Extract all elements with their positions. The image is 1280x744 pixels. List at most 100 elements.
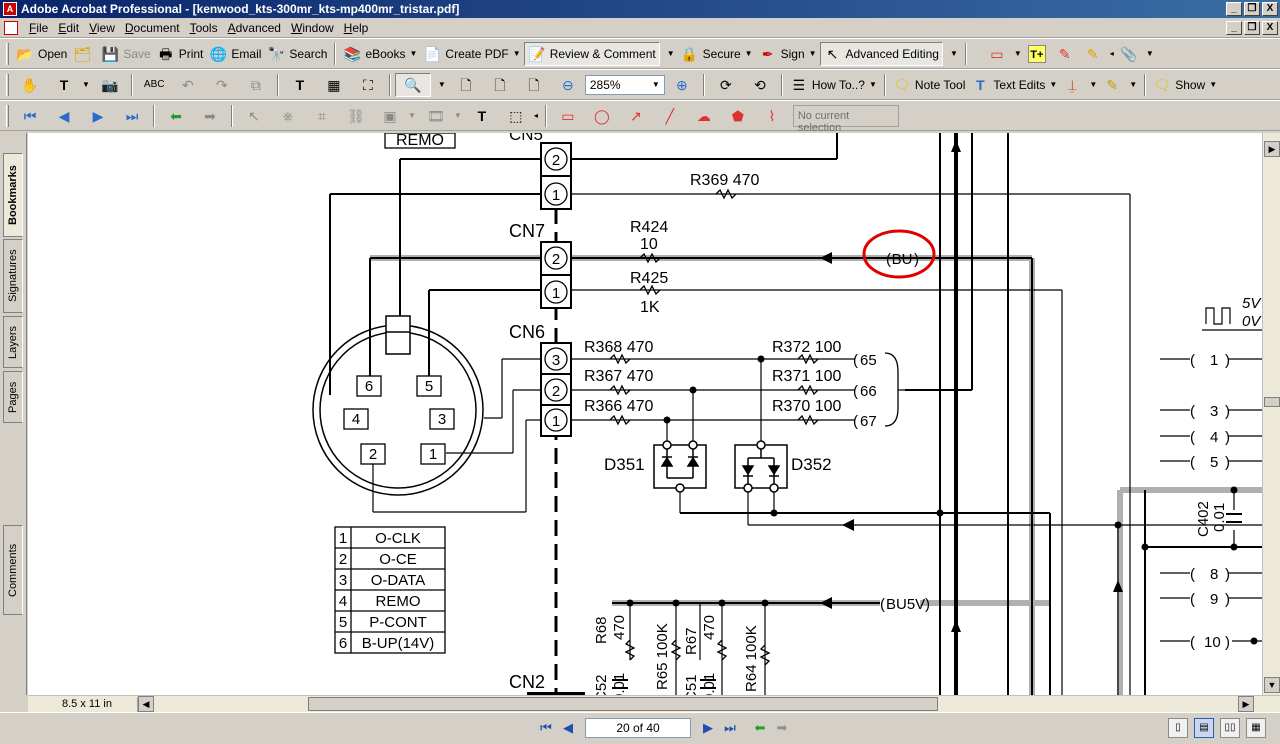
last-page-button[interactable]: ⏭ xyxy=(115,104,149,128)
select-object-button[interactable]: ↖ xyxy=(237,104,271,128)
polyline-tool-button[interactable]: ⌇ xyxy=(755,104,789,128)
open-button[interactable]: 📂Open xyxy=(13,42,70,66)
chevron-down-icon[interactable]: ▼ xyxy=(409,49,418,58)
scroll-left-icon[interactable]: ◀ xyxy=(138,696,154,712)
zoom-level-input[interactable]: 285%▼ xyxy=(584,74,665,95)
snapshot-button[interactable]: 📷 xyxy=(93,73,127,97)
chevron-down-icon[interactable]: ▼ xyxy=(408,111,416,120)
oval-tool-button[interactable]: ◯ xyxy=(585,104,619,128)
redo-button[interactable]: ↷ xyxy=(205,73,239,97)
select-table-button[interactable]: ▦ xyxy=(317,73,351,97)
menu-window[interactable]: Window xyxy=(290,20,334,35)
restore-button[interactable]: ❐ xyxy=(1244,2,1260,16)
vertical-scrollbar[interactable]: ▶ ▼ xyxy=(1262,133,1280,695)
menu-document[interactable]: Document xyxy=(124,20,180,35)
spell-check-button[interactable]: ABC xyxy=(137,73,171,97)
crop-button[interactable]: ⌗ xyxy=(305,104,339,128)
text-box-button[interactable]: T+ xyxy=(1025,42,1053,66)
chevron-down-icon[interactable]: ▼ xyxy=(651,80,660,89)
red-annotation-circle[interactable] xyxy=(862,229,936,279)
previous-page-icon[interactable]: ◀ xyxy=(563,720,573,735)
chevron-down-icon[interactable]: ▼ xyxy=(1129,80,1138,89)
advanced-editing-dropdown[interactable]: ▼ xyxy=(943,42,961,66)
zoom-tool-dropdown[interactable]: ▼ xyxy=(431,73,449,97)
continuous-facing-icon[interactable]: ▦ xyxy=(1246,718,1266,738)
menu-help[interactable]: Help xyxy=(343,20,369,35)
advanced-editing-button[interactable]: ↖Advanced Editing xyxy=(819,41,943,66)
next-page-button[interactable]: ▶ xyxy=(81,104,115,128)
document-icon[interactable] xyxy=(4,20,18,35)
secure-button[interactable]: 🔒Secure▼ xyxy=(678,42,756,66)
chevron-left-icon[interactable]: ◂ xyxy=(533,111,538,120)
toolbar-grip[interactable] xyxy=(6,73,9,96)
chevron-down-icon[interactable]: ▼ xyxy=(1013,49,1022,58)
hand-tool-button[interactable]: ✋ xyxy=(13,73,47,97)
copy-button[interactable]: ⧉ xyxy=(239,73,273,97)
select-text-tool-button[interactable]: T xyxy=(283,73,317,97)
chevron-down-icon[interactable]: ▼ xyxy=(453,111,462,120)
highlight-text-button[interactable]: ✎▼ xyxy=(1100,73,1140,97)
menu-edit[interactable]: Edit xyxy=(58,20,80,35)
minimize-button[interactable]: _ xyxy=(1226,2,1242,16)
scroll-down-icon[interactable]: ▼ xyxy=(1264,677,1280,693)
tab-pages[interactable]: Pages xyxy=(3,371,23,423)
arrow-tool-button[interactable]: ↗ xyxy=(619,104,653,128)
next-view-button[interactable]: ➡ xyxy=(193,104,227,128)
rotate-view-button[interactable]: ⟳ xyxy=(709,73,743,97)
next-view-icon[interactable]: ➡ xyxy=(776,720,788,735)
menu-view[interactable]: View xyxy=(89,20,115,35)
menu-file[interactable]: File xyxy=(29,20,49,35)
facing-page-icon[interactable]: ▯▯ xyxy=(1220,718,1240,738)
how-to-button[interactable]: ☰How To..?▼ xyxy=(787,73,880,97)
ebooks-button[interactable]: 📚eBooks▼ xyxy=(340,42,420,66)
tab-layers[interactable]: Layers xyxy=(3,316,23,368)
horizontal-scrollbar[interactable]: ◀ ▶ xyxy=(138,696,1254,712)
toolbar-grip[interactable] xyxy=(6,42,9,65)
rectangle-tool-button[interactable]: ▭ xyxy=(551,104,585,128)
cloud-tool-button[interactable]: ☁ xyxy=(687,104,721,128)
doc-minimize-button[interactable]: _ xyxy=(1226,20,1242,35)
search-button[interactable]: 🔭Search xyxy=(264,42,330,66)
chevron-down-icon[interactable]: ▼ xyxy=(82,80,90,89)
doc-restore-button[interactable]: ❐ xyxy=(1244,20,1260,35)
previous-view-button[interactable]: ⬅ xyxy=(159,104,193,128)
save-button[interactable]: 💾Save xyxy=(98,42,153,66)
horizontal-scroll-thumb[interactable] xyxy=(308,697,938,711)
print-button[interactable]: 🖶Print xyxy=(154,42,207,66)
zoom-in-button[interactable]: ⊕ xyxy=(665,73,699,97)
review-dropdown[interactable]: ▼ xyxy=(660,42,678,66)
movie-button[interactable]: 🎞▼ xyxy=(419,104,465,128)
pencil-button[interactable]: ✎ xyxy=(1053,42,1081,66)
doc-close-button[interactable]: X xyxy=(1262,20,1278,35)
acrobat-app-icon[interactable]: A xyxy=(3,2,17,16)
attach-button[interactable]: 📎▼ xyxy=(1117,42,1157,66)
link-button[interactable]: ⛓ xyxy=(339,104,373,128)
tab-comments[interactable]: Comments xyxy=(3,525,23,615)
tab-bookmarks[interactable]: Bookmarks xyxy=(3,153,23,237)
continuous-page-icon[interactable]: ▤ xyxy=(1194,718,1214,738)
page-number-field[interactable]: 20 of 40 xyxy=(585,718,691,738)
review-comment-button[interactable]: 📝Review & Comment xyxy=(523,41,660,66)
zoom-out-button[interactable]: ⊖ xyxy=(551,73,585,97)
fit-width-button[interactable]: 🗋 xyxy=(517,73,551,97)
touchup-object-button[interactable]: ⬚◂ xyxy=(499,104,541,128)
touchup-text-button[interactable]: T xyxy=(465,104,499,128)
first-page-button[interactable]: ⏮ xyxy=(13,104,47,128)
sign-button[interactable]: ✒Sign▼ xyxy=(756,42,820,66)
first-page-icon[interactable]: ⏮ xyxy=(540,720,552,735)
toolbar-grip[interactable] xyxy=(6,104,9,127)
chevron-down-icon[interactable]: ▼ xyxy=(1049,80,1058,89)
scroll-right-icon[interactable]: ▶ xyxy=(1238,696,1254,712)
previous-page-button[interactable]: ◀ xyxy=(47,104,81,128)
chevron-left-icon[interactable]: ◂ xyxy=(1109,49,1114,58)
undo-button[interactable]: ↶ xyxy=(171,73,205,97)
chevron-down-icon[interactable]: ▼ xyxy=(1089,80,1098,89)
fit-page-button[interactable]: 🗋 xyxy=(483,73,517,97)
polygon-tool-button[interactable]: ⬟ xyxy=(721,104,755,128)
highlighter-button[interactable]: ✎◂ xyxy=(1081,42,1117,66)
next-page-icon[interactable]: ▶ xyxy=(703,720,713,735)
rectangle-comment-button[interactable]: ▭▼ xyxy=(985,42,1025,66)
menu-advanced[interactable]: Advanced xyxy=(227,20,281,35)
select-image-button[interactable]: ⛶ xyxy=(351,73,385,97)
